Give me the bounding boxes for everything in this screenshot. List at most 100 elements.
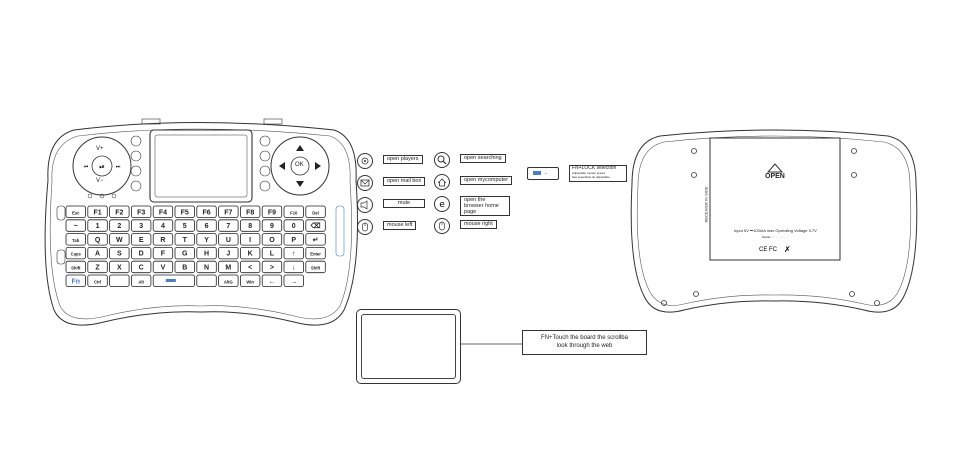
key-label-3-7: J: [226, 251, 230, 258]
key-label-0-3: F3: [137, 209, 145, 216]
key-3-3: [131, 246, 152, 260]
key-label-1-11: ⌫: [310, 222, 321, 230]
key-label-0-2: F2: [115, 209, 123, 216]
key-0-10: [283, 205, 304, 218]
mail-icon: [357, 175, 373, 191]
key-label-2-3: E: [139, 237, 144, 244]
key-3-2: [109, 246, 130, 260]
key-label-1-1: 1: [96, 223, 100, 230]
key-label-0-9: F9: [268, 209, 276, 216]
fn-lock-line2: fast speed/low tie adjustable: [572, 175, 610, 179]
battery-cover: [709, 137, 841, 261]
touchpad-large: [356, 309, 461, 384]
key-3-8: [239, 246, 261, 260]
vol-up-label: V+: [96, 146, 104, 152]
key-label-4-8: <: [248, 264, 252, 271]
svg-text:⏭: ⏭: [116, 164, 121, 170]
key-label-4-2: X: [117, 264, 122, 271]
key-4-3: [131, 260, 152, 274]
key-label-1-0: ~: [74, 223, 78, 230]
key-label-0-5: F5: [181, 209, 189, 216]
key-1-11: [305, 219, 326, 232]
key-4-10: [283, 260, 304, 274]
key-label-2-1: Q: [95, 237, 101, 244]
key-label-0-6: F6: [202, 209, 210, 216]
label-open-players: open players: [383, 155, 423, 164]
key-1-6: [196, 219, 217, 232]
space-bar-mark: [165, 279, 176, 282]
key-label-1-3: 3: [139, 223, 143, 230]
label-mute: mute: [383, 199, 425, 208]
key-label-1-4: 4: [161, 223, 165, 230]
vol-down-label: V−: [96, 178, 104, 184]
fn-lock-line1: Adjustable mouse speed: [572, 171, 605, 175]
key-2-8: [239, 233, 261, 246]
key-label-4-10: ↓: [292, 264, 296, 271]
svg-text:✗: ✗: [784, 245, 791, 254]
key-0-1: [87, 205, 108, 218]
key-2-10: [283, 233, 304, 246]
key-label-2-4: R: [160, 237, 165, 244]
key-0-7: [218, 205, 239, 218]
key-2-5: [174, 233, 195, 246]
receiver-side-text: RECEIVER IN SIDE: [703, 186, 709, 223]
svg-text:⏮: ⏮: [84, 164, 89, 170]
key-label-3-5: G: [182, 251, 188, 258]
key-label-3-9: L: [270, 251, 275, 258]
key-1-8: [239, 219, 261, 232]
key-label-1-7: 7: [226, 223, 230, 230]
key-3-5: [174, 246, 195, 260]
key-label-1-9: 9: [270, 223, 274, 230]
key-label-4-7: M: [225, 264, 231, 271]
key-label-5-7: Win: [246, 279, 254, 284]
key-label-1-8: 8: [248, 223, 252, 230]
key-4-7: [218, 260, 239, 274]
key-label-3-3: D: [139, 251, 144, 258]
key-5-2: [109, 274, 130, 287]
key-label-2-7: U: [226, 237, 231, 244]
key-label-0-10: F10: [290, 210, 298, 215]
key-label-0-1: F1: [93, 209, 101, 216]
key-1-4: [152, 219, 174, 232]
key-label-4-9: >: [270, 264, 274, 271]
key-label-2-9: O: [269, 237, 275, 244]
key-0-4: [152, 205, 174, 218]
key-4-6: [196, 260, 217, 274]
key-3-1: [87, 246, 108, 260]
key-2-11: [305, 233, 326, 246]
key-label-1-6: 6: [205, 223, 209, 230]
key-3-10: [283, 246, 304, 260]
ok-label: OK: [295, 162, 304, 168]
key-3-7: [218, 246, 239, 260]
key-2-7: [218, 233, 239, 246]
key-2-2: [109, 233, 130, 246]
key-label-3-6: H: [204, 251, 209, 258]
key-1-9: [261, 219, 283, 232]
label-open-mycomputer: open mycomputer: [460, 176, 513, 185]
key-label-0-7: F7: [224, 209, 232, 216]
key-label-5-6: AltG: [224, 279, 233, 284]
label-mouse-left: mouse left: [383, 221, 417, 230]
key-4-8: [239, 260, 261, 274]
label-mouse-right: mouse right: [460, 220, 497, 229]
key-label-4-4: V: [161, 264, 166, 271]
key-0-5: [174, 205, 195, 218]
key-label-1-2: 2: [117, 223, 121, 230]
key-4-5: [174, 260, 195, 274]
key-label-2-0: Tab: [72, 238, 80, 243]
key-0-6: [196, 205, 217, 218]
key-label-5-1: Ctrl: [94, 279, 101, 284]
svg-text:CE FC: CE FC: [759, 247, 778, 253]
key-1-2: [109, 219, 130, 232]
key-0-2: [109, 205, 130, 218]
key-1-5: [174, 219, 195, 232]
key-label-1-5: 5: [183, 223, 187, 230]
key-label-2-8: I: [249, 237, 251, 244]
key-4-0: [65, 260, 86, 274]
key-4-1: [87, 260, 108, 274]
key-label-2-5: T: [183, 237, 188, 244]
key-0-8: [239, 205, 261, 218]
label-browser-home: open the browser home page: [460, 196, 510, 216]
